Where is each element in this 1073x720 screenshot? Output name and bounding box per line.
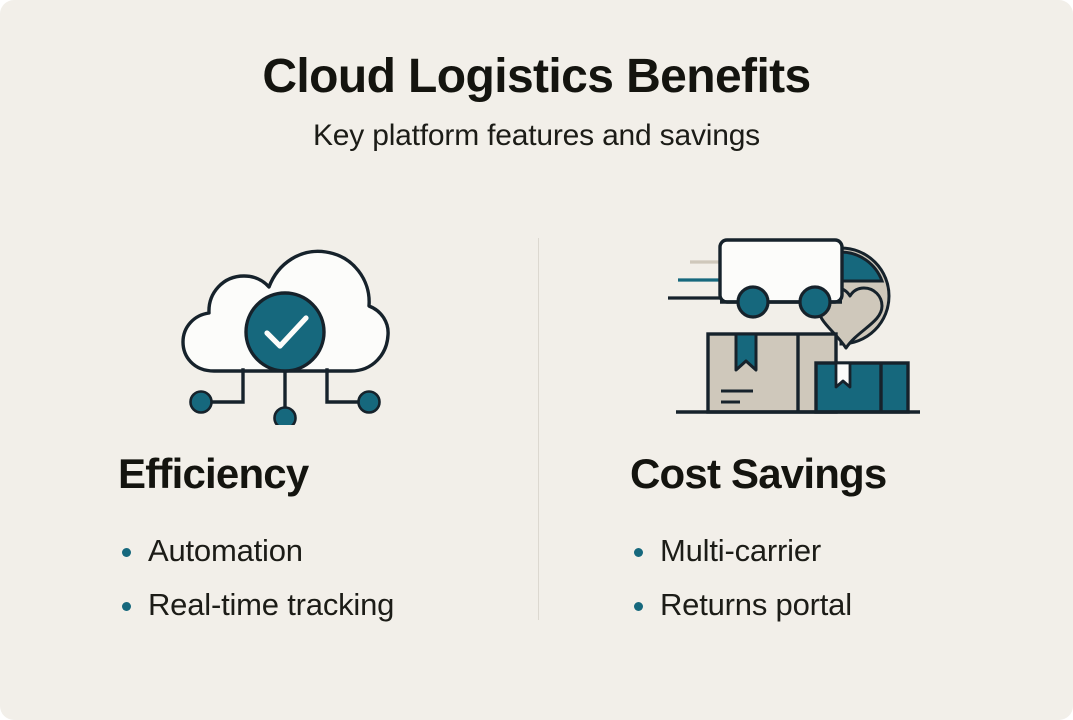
cloud-check-network-icon — [175, 230, 538, 430]
page-subtitle: Key platform features and savings — [313, 119, 760, 152]
column-heading-efficiency: Efficiency — [118, 450, 309, 497]
column-divider — [538, 238, 539, 620]
benefit-list-efficiency: Automation Real-time tracking — [0, 495, 538, 632]
bullet-dot-icon — [122, 548, 131, 557]
box-large-ribbon — [734, 332, 758, 372]
check-badge-circle — [244, 291, 326, 373]
list-item: Multi-carrier — [630, 524, 1073, 578]
cloud-connector-right — [325, 368, 365, 404]
network-node-center — [273, 406, 297, 430]
header: Cloud Logistics Benefits Key platform fe… — [0, 0, 1073, 151]
page-title: Cloud Logistics Benefits — [262, 50, 811, 103]
location-arc-quarter — [839, 250, 885, 283]
list-item: Automation — [118, 524, 538, 578]
truck-wheel-rear — [736, 285, 770, 319]
box-small — [814, 361, 910, 414]
bullet-dot-icon — [634, 602, 643, 611]
benefit-column-efficiency: Efficiency Automation Real-time tracking — [0, 230, 538, 632]
checkmark-icon — [264, 315, 309, 349]
column-heading-cost-savings: Cost Savings — [630, 450, 887, 497]
list-item: Real-time tracking — [118, 578, 538, 632]
network-node-right — [357, 390, 381, 414]
benefit-list-cost-savings: Multi-carrier Returns portal — [538, 495, 1073, 632]
cloud-connector-left — [205, 368, 245, 404]
list-item-label: Multi-carrier — [660, 533, 822, 568]
delivery-truck-boxes-icon — [668, 230, 1073, 425]
list-item-label: Automation — [148, 533, 303, 568]
bullet-dot-icon — [122, 602, 131, 611]
benefit-column-cost-savings: Cost Savings Multi-carrier Returns porta… — [538, 230, 1073, 632]
list-item: Returns portal — [630, 578, 1073, 632]
bullet-dot-icon — [634, 548, 643, 557]
box-small-ribbon — [834, 361, 852, 389]
truck-wheel-front — [798, 285, 832, 319]
network-node-left — [189, 390, 213, 414]
list-item-label: Real-time tracking — [148, 587, 395, 622]
list-item-label: Returns portal — [660, 587, 852, 622]
